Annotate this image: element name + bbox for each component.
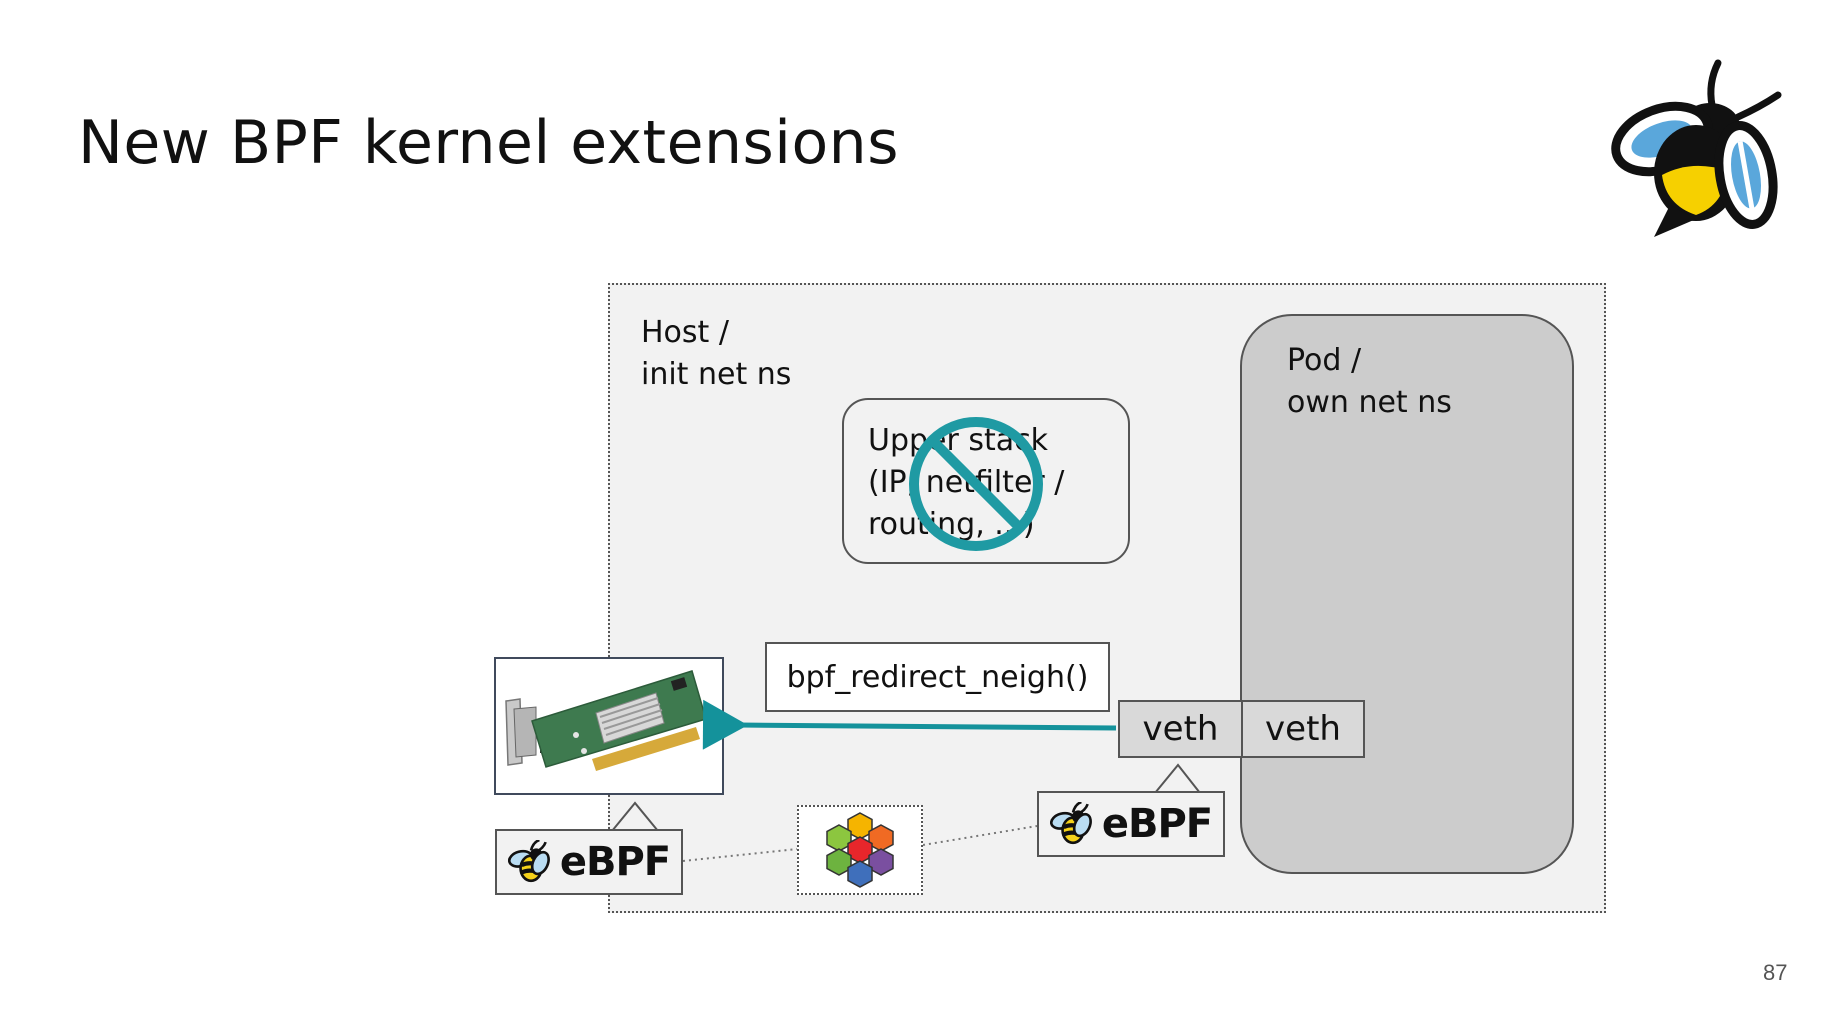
no-entry-icon (909, 417, 1043, 551)
bee-icon (508, 840, 554, 884)
cilium-logo-box (797, 805, 923, 895)
slide-title: New BPF kernel extensions (78, 108, 899, 178)
pod-namespace-box (1240, 314, 1574, 874)
bee-icon (1050, 802, 1096, 846)
ebpf-logo-veth: eBPF (1037, 791, 1225, 857)
cilium-logo-icon (826, 812, 894, 888)
ebpf-logo-text: eBPF (1101, 801, 1213, 847)
bpf-redirect-neigh-label: bpf_redirect_neigh() (765, 642, 1110, 712)
pod-namespace-label: Pod / own net ns (1287, 343, 1452, 420)
ebpf-logo-nic: eBPF (495, 829, 683, 895)
ebpf-logo-text: eBPF (559, 839, 671, 885)
page-number: 87 (1763, 960, 1788, 985)
host-namespace-label: Host / init net ns (641, 315, 792, 392)
network-card-image (505, 670, 707, 771)
veth-host: veth (1118, 700, 1243, 758)
network-card-box (494, 657, 724, 795)
veth-pod: veth (1241, 700, 1365, 758)
bee-mascot-icon (1611, 59, 1782, 237)
